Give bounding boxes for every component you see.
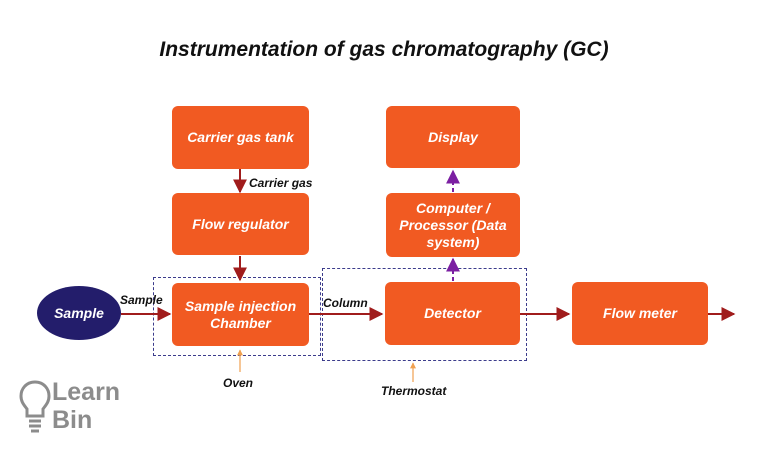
learnbin-logo: Learn Bin (18, 378, 128, 438)
logo-word-learn: Learn (52, 378, 121, 406)
sample-arrow-label: Sample (120, 293, 163, 307)
carrier-gas-tank-box: Carrier gas tank (172, 106, 309, 169)
computer-processor-box: Computer / Processor (Data system) (386, 193, 520, 257)
logo-word-bin: Bin (52, 406, 93, 434)
carrier-gas-label: Carrier gas (249, 176, 313, 190)
diagram-title: Instrumentation of gas chromatography (G… (159, 38, 609, 61)
column-label: Column (323, 296, 368, 310)
flow-regulator-box: Flow regulator (172, 193, 309, 255)
oven-label: Oven (223, 376, 254, 390)
flow-meter-box: Flow meter (572, 282, 708, 345)
thermostat-label: Thermostat (381, 384, 447, 398)
sample-injection-chamber-box: Sample injection Chamber (172, 283, 309, 346)
lightbulb-icon (19, 380, 51, 433)
detector-box: Detector (385, 282, 520, 345)
display-box: Display (386, 106, 520, 168)
sample-node: Sample (37, 286, 121, 340)
